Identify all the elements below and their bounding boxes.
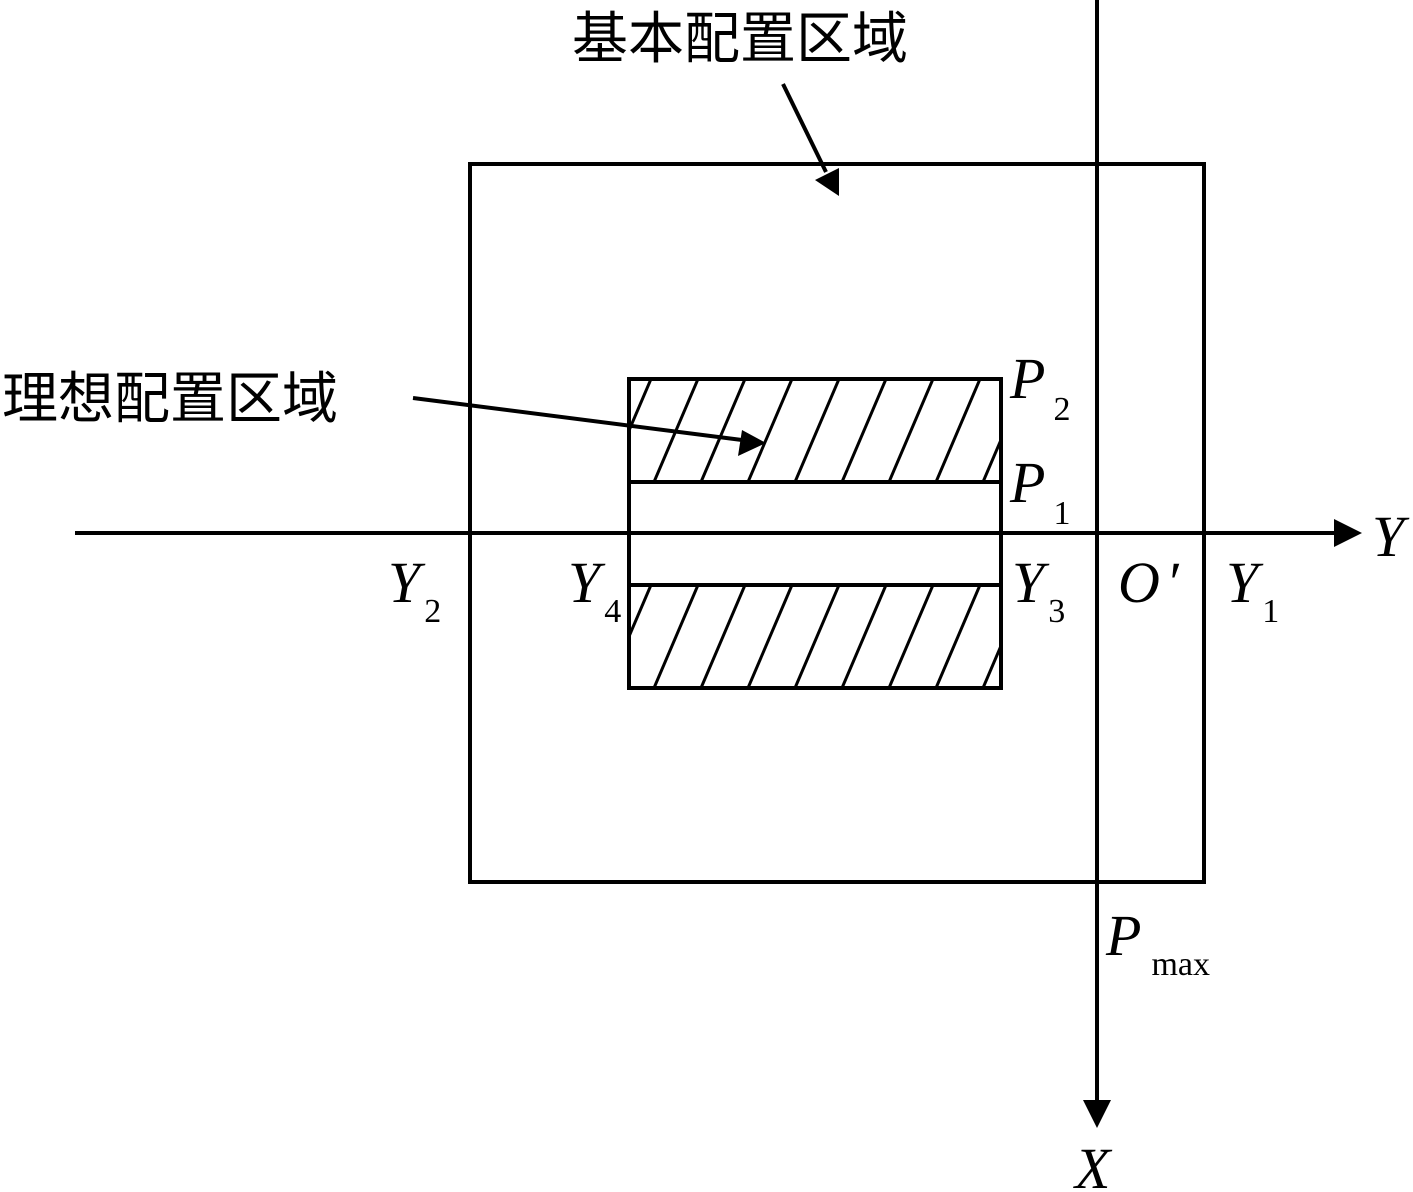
top-band-hatch-line xyxy=(629,379,653,435)
p1-sub: 1 xyxy=(1053,495,1070,532)
bottom-band-hatch-line xyxy=(981,642,1001,688)
bottom-band-hatch-line xyxy=(629,585,653,641)
bottom-band-hatch-line xyxy=(793,585,841,688)
ideal-region-hatch-top xyxy=(560,379,1001,482)
ideal-region-arrow-line xyxy=(412,396,743,442)
y1-sub: 1 xyxy=(1262,593,1279,630)
top-band-hatch-line xyxy=(934,379,982,482)
basic-region-arrow-line xyxy=(781,83,828,173)
top-band-hatch-line xyxy=(699,379,747,482)
p2-main: P xyxy=(1009,346,1045,411)
y3-sub: 3 xyxy=(1048,593,1065,630)
y2-main: Y xyxy=(388,550,426,615)
bottom-band-hatch-line xyxy=(887,585,935,688)
basic-region-label: 基本配置区域 xyxy=(572,7,908,72)
top-band-hatch-line xyxy=(793,379,841,482)
pmax-sub: max xyxy=(1151,946,1210,983)
x-axis-label: X xyxy=(1073,1136,1113,1192)
bottom-band-hatch-line xyxy=(934,585,982,688)
y2-sub: 2 xyxy=(424,593,441,630)
top-band-hatch-line xyxy=(840,379,888,482)
pmax-main: P xyxy=(1105,903,1141,968)
origin-prime: ′ xyxy=(1166,550,1180,615)
p2-sub: 2 xyxy=(1053,391,1070,428)
p1-main: P xyxy=(1009,450,1045,515)
bottom-band-hatch-line xyxy=(840,585,888,688)
bottom-band-hatch-line xyxy=(746,585,794,688)
y-axis-arrowhead xyxy=(1334,519,1362,547)
top-band-hatch-line xyxy=(887,379,935,482)
top-band-hatch-line xyxy=(981,436,1001,482)
origin-label: O′ xyxy=(1118,550,1180,615)
ideal-region-label: 理想配置区域 xyxy=(2,367,338,432)
bottom-band-hatch-line xyxy=(652,585,700,688)
ideal-region-hatch-bottom xyxy=(629,585,1001,688)
basic-region-rect xyxy=(468,162,1206,884)
bottom-band-hatch-line xyxy=(699,585,747,688)
origin-letter: O xyxy=(1118,550,1160,615)
top-band-hatch-line xyxy=(746,379,794,482)
y-axis-label: Y xyxy=(1372,504,1410,569)
x-axis-arrowhead xyxy=(1083,1100,1111,1128)
top-band-hatch-line xyxy=(560,379,604,482)
basic-region-arrowhead xyxy=(815,168,839,196)
y3-main: Y xyxy=(1012,550,1050,615)
y4-sub: 4 xyxy=(604,593,621,630)
y4-main: Y xyxy=(568,550,606,615)
ideal-region-arrowhead xyxy=(738,430,766,456)
y1-main: Y xyxy=(1226,550,1264,615)
